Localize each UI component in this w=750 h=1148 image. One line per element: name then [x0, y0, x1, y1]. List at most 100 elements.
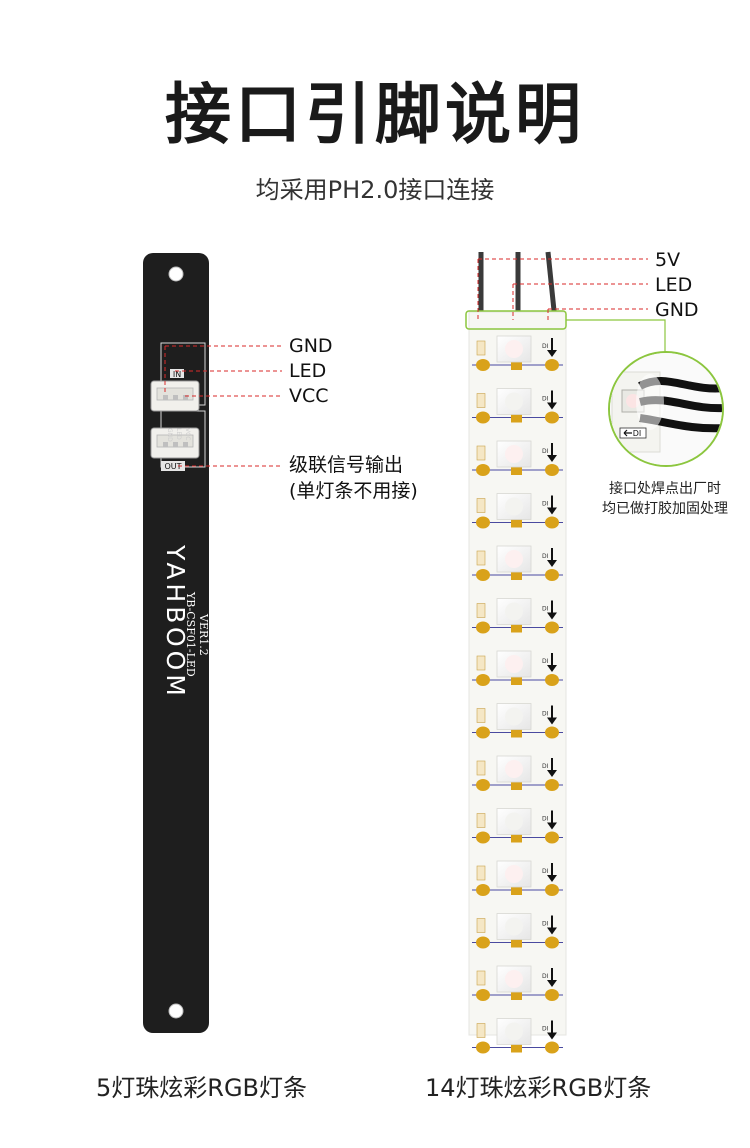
strip-pad	[476, 989, 490, 1001]
strip-resistor	[476, 655, 486, 671]
strip14-solder-note-line2: 均已做打胶加固处理	[602, 500, 728, 517]
strip-pad	[476, 1041, 490, 1054]
strip-pad	[511, 726, 522, 738]
strip-pad	[545, 411, 559, 424]
strip-resistor	[476, 393, 486, 408]
strip-di-label: DI	[542, 868, 549, 875]
strip-arrow-head	[547, 402, 557, 410]
strip-di-label: DI	[542, 343, 549, 350]
board5-pin-label-gnd: GND	[289, 335, 333, 357]
board5-version-silk: VER1.2	[197, 613, 210, 656]
board5-output-label: 级联信号输出	[289, 454, 404, 476]
board5-silk-pin-vcc: VCC	[184, 428, 191, 440]
strip14-caption: 14灯珠炫彩RGB灯条	[425, 1074, 652, 1102]
strip-pad	[545, 674, 559, 686]
strip14-wire-label-5v: 5V	[655, 249, 681, 271]
strip-di-label: DI	[542, 501, 549, 508]
board5-mount-hole-bottom	[168, 1003, 184, 1019]
board5-mount-hole-top	[168, 266, 184, 282]
strip-resistor	[476, 603, 486, 618]
strip-arrow-head	[547, 770, 557, 777]
strip-pad	[511, 1041, 522, 1053]
strip-led-lens	[505, 917, 523, 936]
strip-pad	[545, 1041, 559, 1054]
strip-pad	[511, 621, 522, 633]
strip-di-label: DI	[542, 763, 549, 770]
strip-di-label: DI	[542, 973, 549, 980]
strip-resistor	[476, 865, 486, 881]
strip-led-lens	[505, 602, 523, 621]
strip-pad	[476, 726, 490, 739]
strip-pad	[545, 936, 559, 949]
strip-pad	[545, 569, 559, 581]
strip-di-label: DI	[542, 606, 549, 613]
strip-arrow-head	[547, 717, 557, 725]
strip-led-lens	[505, 1022, 523, 1041]
strip-pad	[511, 936, 522, 948]
strip-pad	[476, 359, 490, 371]
strip-di-label: DI	[542, 921, 549, 928]
strip-pad	[511, 884, 522, 895]
strip-pad	[511, 831, 522, 843]
page-title: 接口引脚说明	[165, 76, 585, 153]
strip-led-lens	[505, 550, 523, 568]
strip-led-lens	[505, 707, 523, 726]
strip-pad	[476, 516, 490, 529]
strip-arrow-head	[547, 350, 557, 357]
strip-pad	[511, 989, 522, 1000]
strip-pad	[476, 674, 490, 686]
board5-silk-pin-led: LED	[175, 428, 182, 440]
strip-pad	[476, 464, 490, 476]
strip14-solder-note: 接口处焊点出厂时 均已做打胶加固处理	[585, 480, 745, 519]
strip-pad	[545, 831, 559, 844]
strip14-solder-note-line1: 接口处焊点出厂时	[609, 481, 721, 497]
strip-di-label: DI	[542, 816, 549, 823]
strip-pad	[476, 621, 490, 634]
strip-pad	[545, 464, 559, 476]
board5-silk-out: OUT	[164, 462, 181, 471]
strip-resistor	[476, 445, 486, 461]
strip-resistor	[476, 813, 486, 828]
strip-pad	[511, 674, 522, 685]
strip-resistor	[476, 340, 486, 356]
strip-led-lens	[505, 812, 523, 831]
strip-led-lens	[505, 655, 523, 673]
strip-pad	[511, 411, 522, 423]
strip-arrow-head	[547, 927, 557, 935]
strip-di-label: DI	[542, 448, 549, 455]
strip-di-label: DI	[542, 658, 549, 665]
strip14-zoom-view: DI	[608, 351, 724, 467]
strip-led-lens	[505, 760, 523, 778]
strip-pad	[545, 726, 559, 739]
strip-pad	[476, 884, 490, 896]
strip-arrow-head	[547, 822, 557, 830]
strip-led-lens	[505, 392, 523, 411]
board5-model-silk: YB-CSF01-LED	[184, 591, 197, 677]
strip14-wire-label-led: LED	[655, 274, 693, 296]
strip-pad	[511, 516, 522, 528]
strip-pad	[476, 779, 490, 791]
strip-resistor	[476, 918, 486, 933]
strip-di-label: DI	[542, 396, 549, 403]
strip14-zoom-di-label: DI	[633, 429, 642, 438]
strip-pad	[545, 989, 559, 1001]
strip-resistor	[476, 498, 486, 513]
strip-arrow-head	[547, 1032, 557, 1040]
strip-pad	[511, 359, 522, 370]
strip-pad	[545, 884, 559, 896]
strip-arrow-head	[547, 980, 557, 987]
strip-di-label: DI	[542, 553, 549, 560]
board5-brand-logo: YAHBOOM	[161, 544, 190, 700]
strip-arrow-head	[547, 875, 557, 882]
strip-resistor	[476, 760, 486, 776]
strip-pad	[545, 779, 559, 791]
strip-pad	[476, 569, 490, 581]
strip-led-lens	[505, 340, 523, 358]
strip-pad	[545, 621, 559, 634]
strip-resistor	[476, 550, 486, 566]
strip-pad	[511, 464, 522, 475]
strip-resistor	[476, 970, 486, 986]
strip-resistor	[476, 1023, 486, 1038]
board5-pin-label-vcc: VCC	[289, 385, 329, 407]
strip14-wire-label-gnd: GND	[655, 299, 699, 321]
